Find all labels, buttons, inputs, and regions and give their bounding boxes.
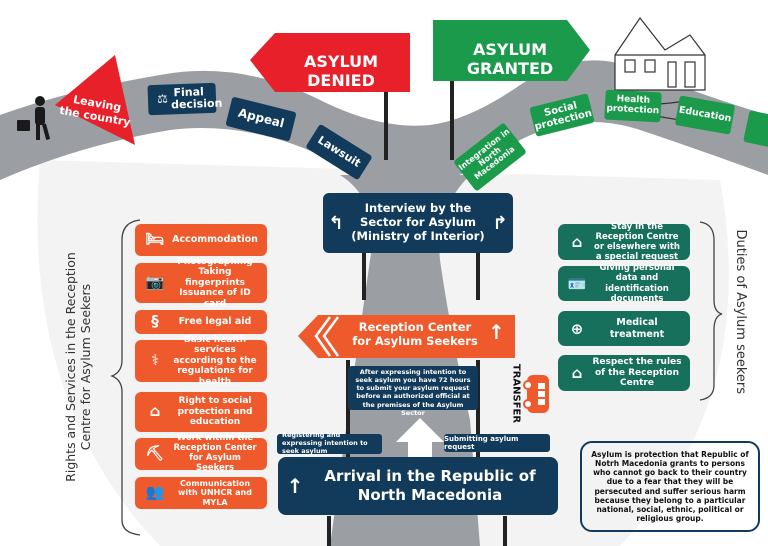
transfer-bus-icon — [523, 375, 549, 413]
asylum-granted-label: ASYLUM GRANTED — [466, 40, 554, 78]
asylum-definition-box: Asylum is protection that Republic of No… — [580, 441, 760, 532]
rights-title-line2: Centre for Asylum Seekers — [78, 283, 93, 451]
denied-sign-shape — [250, 33, 410, 92]
interview-line1: Interview by the — [364, 201, 472, 216]
right-social-protection: ⌂ Right to social protection and educati… — [135, 392, 267, 432]
leaving-sign-shape — [55, 55, 135, 145]
reception-line1: Reception Center — [358, 320, 472, 334]
rights-title-line1: Rights and Services in the Reception — [63, 252, 78, 482]
bed-icon: 🛏 — [145, 230, 165, 249]
rights-title: Rights and Services in the Reception Cen… — [63, 227, 93, 507]
right-communication: 👥 Communication with UNHCR and MYLA — [135, 477, 267, 509]
right-accommodation: 🛏 Accommodation — [135, 224, 267, 256]
camera-fingerprint-icon: 📷 — [145, 273, 165, 292]
family-house-icon: ⌂ — [149, 402, 161, 421]
interview-sign: ↰ Interview by the Sector for Asylum (Mi… — [323, 193, 513, 253]
health-protection-tag: Health protection — [604, 89, 662, 123]
duty-medical: ⊕ Medical treatment — [558, 311, 690, 346]
right-legal-aid: § Free legal aid — [135, 310, 267, 334]
reception-line2: for Asylum Seekers — [352, 334, 478, 349]
walking-person-icon — [17, 96, 51, 140]
worker-icon: ⛏ — [145, 444, 165, 463]
granted-sign-shape — [433, 20, 590, 81]
duty-personal-data: 🪪 Giving personal data and identificatio… — [558, 263, 690, 304]
duties-brace — [699, 221, 723, 401]
stethoscope-icon: ⊕ — [570, 319, 584, 338]
right-health-services: ⚕ Basic health services according to the… — [135, 335, 267, 387]
house-hand-icon: ⌂ — [571, 233, 583, 251]
reception-sign-shape — [298, 315, 515, 358]
turn-right-arrow-icon: ↱ — [492, 212, 508, 234]
up-arrow-icon: ↑ — [488, 320, 505, 344]
health-care-icon: ⚕ — [150, 351, 160, 370]
reception-center-sign: Reception Center for Asylum Seekers — [340, 320, 490, 349]
final-decision-tag: ⚖ Final decision — [147, 82, 223, 116]
rights-brace — [110, 219, 141, 536]
72-hours-note: After expressing intention to seek asylu… — [348, 366, 478, 417]
duties-title: Duties of Asylum seekers — [732, 229, 748, 395]
arrival-line1: Arrival in the Republic of — [324, 466, 536, 485]
arrival-line2: North Macedonia — [357, 486, 503, 504]
up-arrow-icon: ↑ — [286, 474, 304, 498]
duty-stay: ⌂ Stay in the Reception Centre or elsewh… — [558, 222, 690, 262]
arrival-sign: ↑ Arrival in the Republic of North Maced… — [278, 457, 558, 515]
home-icon: ⌂ — [571, 364, 583, 382]
section-sign-icon: § — [151, 312, 159, 331]
asylum-denied-label: ASYLUM DENIED — [303, 52, 379, 90]
submitting-step: Submitting asylum request — [444, 434, 550, 452]
right-photographing: 📷 Photographing Taking fingerprints Issu… — [135, 257, 267, 309]
duty-respect-rules: ⌂ Respect the rules of the Reception Cen… — [558, 355, 690, 391]
meeting-icon: 👥 — [145, 483, 165, 502]
asylum-definition-text: Asylum is protection that Republic of No… — [591, 449, 749, 523]
transfer-label: TRANSFER — [510, 363, 522, 424]
right-work: ⛏ Work within the Reception Center for A… — [135, 434, 267, 473]
gavel-icon: ⚖ — [156, 91, 169, 107]
interview-line3: (Ministry of Interior) — [351, 228, 485, 243]
turn-left-arrow-icon: ↰ — [328, 212, 344, 234]
id-document-icon: 🪪 — [567, 274, 587, 293]
interview-line2: Sector for Asylum — [360, 215, 476, 230]
registering-step: Registering and expressing intention to … — [277, 431, 382, 455]
